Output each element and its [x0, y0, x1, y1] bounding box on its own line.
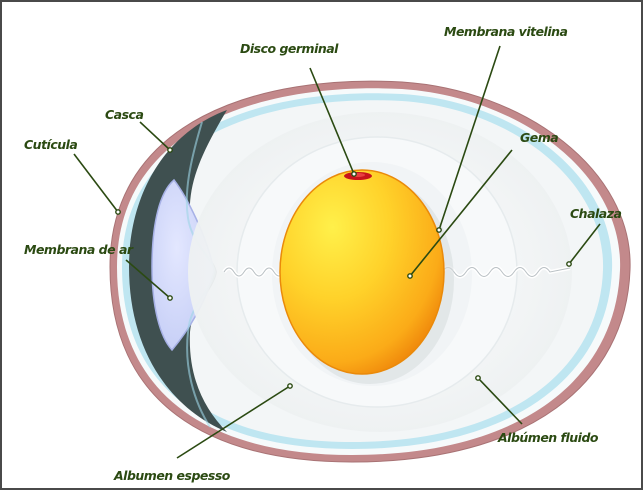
leader-casca [140, 122, 170, 150]
label-cuticula: Cutícula [24, 137, 77, 152]
yolk [280, 170, 444, 374]
label-chalaza: Chalaza [570, 206, 622, 221]
label-albumen-espesso: Albumen espesso [113, 468, 231, 483]
label-casca: Casca [105, 107, 143, 122]
label-gema: Gema [520, 130, 558, 145]
label-disco-germinal: Disco germinal [240, 41, 339, 56]
label-albumen-fluido: Albúmen fluido [497, 430, 599, 445]
label-membrana-vitelina: Membrana vitelina [444, 24, 568, 39]
leader-cuticula [74, 154, 118, 212]
label-membrana-de-ar: Membrana de ar [24, 242, 134, 257]
